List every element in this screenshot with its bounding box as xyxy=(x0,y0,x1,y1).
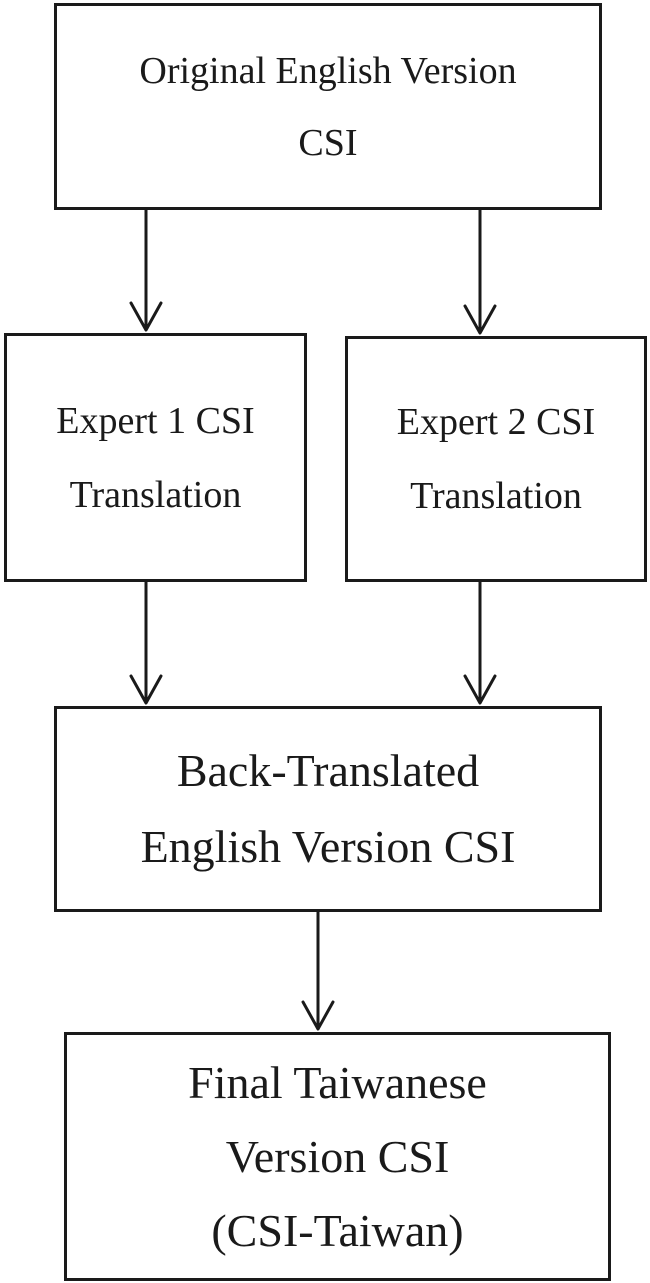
expert2-box-line-2: Translation xyxy=(410,475,582,517)
back-translated-box-line-2: English Version CSI xyxy=(140,821,516,872)
original-english-version-box: Original English Version CSI xyxy=(54,3,602,210)
expert1-box-line-1: Expert 1 CSI xyxy=(56,399,255,442)
original-box-line-1: Original English Version xyxy=(139,49,517,92)
original-box-line-2: CSI xyxy=(298,121,358,164)
expert-1-translation-box: Expert 1 CSI Translation xyxy=(4,333,307,582)
final-taiwanese-version-box: Final Taiwanese Version CSI (CSI-Taiwan) xyxy=(64,1032,611,1281)
arrow-original-to-expert1 xyxy=(129,208,163,332)
final-box-line-2: Version CSI xyxy=(225,1130,450,1182)
arrow-expert1-to-back-translated xyxy=(129,580,163,705)
arrow-original-to-expert2 xyxy=(463,208,497,335)
back-translated-box-line-1: Back-Translated xyxy=(176,745,480,796)
back-translated-english-version-box: Back-Translated English Version CSI xyxy=(54,706,602,912)
expert1-box-line-2: Translation xyxy=(69,473,242,516)
expert2-box-line-1: Expert 2 CSI xyxy=(396,401,596,443)
arrow-expert2-to-back-translated xyxy=(463,580,497,705)
final-box-line-3: (CSI-Taiwan) xyxy=(211,1204,464,1256)
arrow-back-translated-to-final xyxy=(301,910,335,1031)
final-box-line-1: Final Taiwanese xyxy=(188,1056,487,1108)
expert-2-translation-box: Expert 2 CSI Translation xyxy=(345,336,647,582)
